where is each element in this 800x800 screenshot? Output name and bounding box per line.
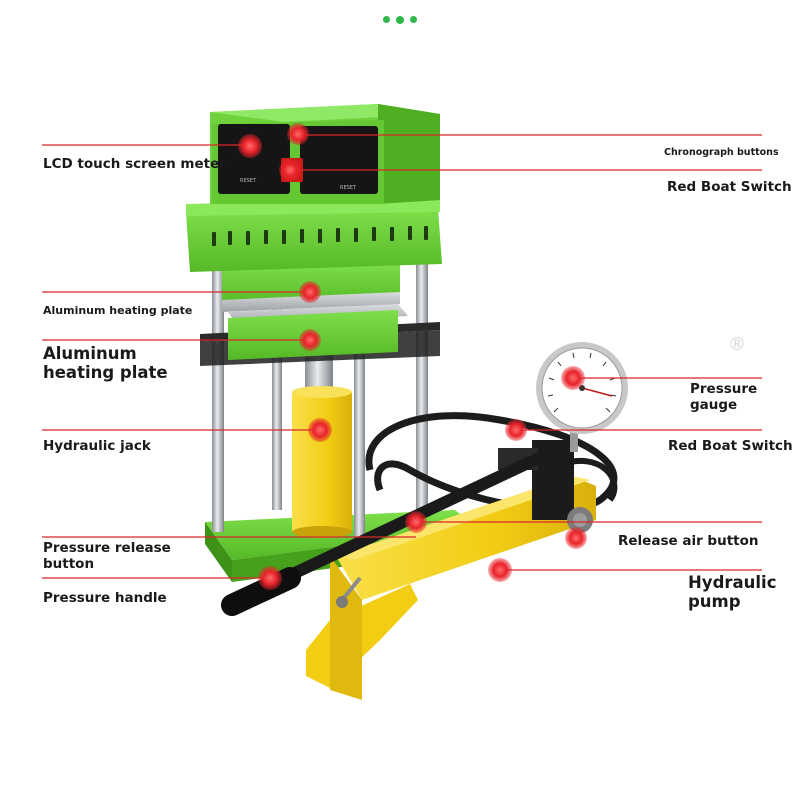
marker-pump-icon — [488, 558, 512, 582]
vent-housing — [186, 208, 442, 272]
leader-lines — [42, 134, 762, 579]
label-line: pump — [688, 591, 741, 611]
label-line: Aluminum — [43, 344, 137, 363]
dot-icon — [410, 16, 417, 23]
label-pressure-release: Pressure release button — [43, 540, 171, 572]
dot-icon — [396, 15, 404, 24]
label-pressure-handle: Pressure handle — [43, 590, 167, 606]
reset-label-left: RESET — [240, 178, 257, 184]
label-hydraulic-jack: Hydraulic jack — [43, 438, 151, 454]
release-screw — [340, 576, 362, 602]
label-red-boat-switch-top: Red Boat Switch — [667, 179, 792, 195]
label-release-air: Release air button — [618, 533, 759, 549]
guide-rod — [354, 270, 365, 540]
marker-jack-icon — [308, 418, 332, 442]
registered-mark: ® — [728, 334, 746, 355]
label-lcd-meter: LCD touch screen meter — [43, 156, 226, 172]
pump-top — [336, 476, 590, 560]
vent-slots — [212, 226, 428, 246]
marker-lcd-icon — [238, 134, 262, 158]
gauge-ticks — [547, 352, 617, 413]
pump-front — [330, 556, 362, 700]
release-air-knob-cap — [573, 513, 587, 527]
lcd-screen-left — [218, 124, 290, 194]
label-aluminum-plate-small: Aluminum heating plate — [43, 304, 193, 317]
lcd-screen-right — [300, 126, 378, 194]
label-aluminum-plate-large: Aluminum heating plate — [43, 344, 168, 383]
label-line: Hydraulic — [688, 573, 777, 592]
dot-icon — [383, 16, 390, 23]
callout-markers — [238, 123, 587, 590]
marker-release-air-icon — [565, 527, 587, 549]
reset-label-right: RESET — [340, 185, 357, 191]
guide-rod — [272, 270, 282, 510]
marker-plate-upper-icon — [299, 281, 321, 303]
guide-rod — [212, 262, 224, 532]
marker-release-icon — [405, 511, 427, 533]
hydraulic-jack — [292, 392, 352, 532]
marker-boat-switch-icon — [279, 159, 301, 181]
label-line: Pressure release — [43, 540, 171, 556]
marker-plate-lower-icon — [299, 329, 321, 351]
label-line: Pressure — [690, 381, 758, 397]
label-red-boat-switch-mid: Red Boat Switch — [668, 438, 793, 454]
hydraulic-hose — [365, 412, 618, 513]
marker-chrono-icon — [287, 123, 309, 145]
label-chronograph-buttons: Chronograph buttons — [664, 147, 779, 158]
label-line: gauge — [690, 396, 738, 413]
label-line: button — [43, 555, 95, 572]
label-hydraulic-pump: Hydraulic pump — [688, 573, 777, 612]
marker-gauge-icon — [561, 366, 585, 390]
hydraulic-pump — [336, 476, 596, 600]
jack-bottom — [292, 526, 352, 538]
jack-top — [292, 386, 352, 398]
label-pressure-gauge: Pressure gauge — [690, 381, 758, 413]
marker-boat-switch-2-icon — [505, 419, 527, 441]
gauge-needle — [581, 387, 613, 397]
release-screw-knob — [336, 596, 348, 608]
control-box-side — [378, 104, 440, 204]
header-dots — [383, 15, 417, 24]
marker-handle-icon — [258, 566, 282, 590]
label-line: heating plate — [43, 362, 168, 382]
